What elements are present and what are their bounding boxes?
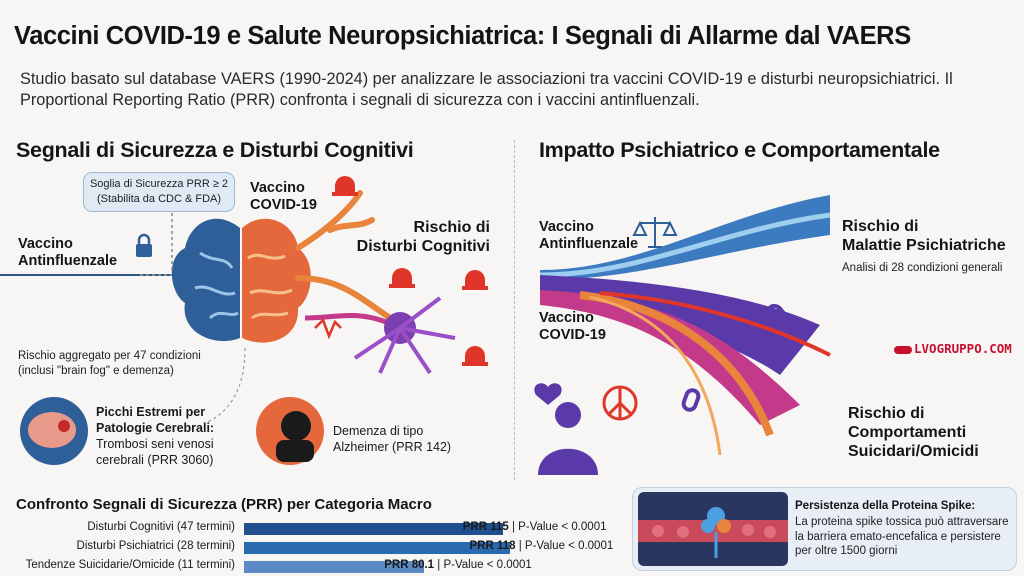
dementia-note-2: Alzheimer (PRR 142) bbox=[333, 440, 452, 454]
brain-peak-text-1: Trombosi seni venosi bbox=[96, 437, 214, 451]
brand-logo: LVOGRUPPO.COM bbox=[894, 341, 1012, 356]
left-covid-label-1: Vaccino bbox=[250, 180, 305, 196]
bar-label-cognitive: Disturbi Cognitivi (47 termini) bbox=[87, 521, 235, 533]
panel-divider bbox=[514, 140, 515, 480]
bar-label-suicidal: Tendenze Suicidarie/Omicide (11 termini) bbox=[25, 559, 235, 571]
bar-value-cognitive: PRR 115 | P-Value < 0.0001 bbox=[463, 521, 607, 533]
safety-threshold-callout: Soglia di Sicurezza PRR ≥ 2 (Stabilita d… bbox=[83, 172, 235, 212]
alarm-icon bbox=[332, 176, 358, 196]
page-title: Vaccini COVID-19 e Salute Neuropsichiatr… bbox=[14, 22, 911, 50]
psychiatric-risk-label-2: Malattie Psichiatriche bbox=[842, 237, 1006, 254]
callout-line-2: (Stabilita da CDC & FDA) bbox=[96, 193, 222, 205]
left-covid-label: Vaccino COVID-19 bbox=[250, 180, 317, 214]
bar-psychiatric bbox=[244, 542, 510, 554]
bar-value-suicidal: PRR 80.1 | P-Value < 0.0001 bbox=[384, 559, 532, 571]
bar-cognitive bbox=[244, 523, 503, 535]
bar-value-psychiatric: PRR 118 | P-Value < 0.0001 bbox=[470, 540, 614, 552]
lock-icon bbox=[136, 244, 152, 257]
brand-logo-text: LVOGRUPPO.COM bbox=[914, 341, 1012, 356]
right-flu-label: Vaccino Antinfluenzale bbox=[539, 219, 638, 253]
right-heading: Impatto Psichiatrico e Comportamentale bbox=[539, 138, 940, 162]
bar-value-suicidal-pvalue: | P-Value < 0.0001 bbox=[434, 559, 532, 571]
bars-title: Confronto Segnali di Sicurezza (PRR) per… bbox=[16, 496, 432, 513]
dementia-note-1: Demenza di tipo bbox=[333, 424, 424, 438]
brain-peak-note: Picchi Estremi per Patologie Cerebrali: … bbox=[96, 404, 214, 468]
psychiatric-risk-label: Rischio di Malattie Psichiatriche bbox=[842, 217, 1006, 255]
brain-illustration bbox=[0, 176, 488, 465]
peace-icon bbox=[602, 385, 638, 421]
suicidal-risk-label-1: Rischio di bbox=[848, 405, 925, 422]
blood-vessel-illustration bbox=[638, 492, 788, 566]
balance-scale-icon bbox=[632, 217, 678, 248]
bar-value-psychiatric-pvalue: | P-Value < 0.0001 bbox=[515, 540, 614, 552]
bar-value-cognitive-prr: PRR 115 bbox=[462, 521, 509, 533]
psychiatric-note: Analisi di 28 condizioni generali bbox=[842, 262, 1003, 274]
bar-value-cognitive-pvalue: | P-Value < 0.0001 bbox=[508, 521, 607, 533]
right-flu-label-2: Antinfluenzale bbox=[539, 236, 639, 252]
stream-illustration bbox=[534, 195, 831, 475]
bar-value-suicidal-prr: PRR 80.1 bbox=[384, 559, 435, 571]
callout-line-1: Soglia di Sicurezza PRR ≥ 2 bbox=[89, 178, 229, 190]
left-flu-label-2: Antinfluenzale bbox=[18, 253, 118, 269]
page-subtitle: Studio basato sul database VAERS (1990-2… bbox=[20, 70, 953, 109]
aggregate-risk-note: Rischio aggregato per 47 condizioni (inc… bbox=[18, 349, 201, 379]
dementia-note: Demenza di tipo Alzheimer (PRR 142) bbox=[333, 423, 451, 455]
psychiatric-risk-label-1: Rischio di bbox=[842, 218, 919, 235]
left-covid-label-2: COVID-19 bbox=[250, 197, 317, 213]
cognitive-risk-label-1: Rischio di bbox=[413, 219, 490, 236]
aggregate-risk-note-2: (inclusi "brain fog" e demenza) bbox=[18, 365, 174, 377]
suicidal-risk-label-3: Suicidari/Omicidi bbox=[848, 443, 979, 460]
spike-text: La proteina spike tossica può attraversa… bbox=[795, 516, 1009, 557]
brain-peak-title-2: Patologie Cerebrali: bbox=[96, 421, 215, 435]
brain-peak-text-2: cerebrali (PRR 3060) bbox=[96, 453, 214, 467]
brand-logo-icon bbox=[894, 345, 912, 354]
spike-protein-icon bbox=[701, 507, 731, 558]
bar-suicidal bbox=[244, 561, 425, 573]
spike-title: Persistenza della Proteina Spike: bbox=[795, 500, 976, 512]
right-covid-label-1: Vaccino bbox=[539, 310, 594, 326]
left-heading: Segnali di Sicurezza e Disturbi Cognitiv… bbox=[16, 138, 414, 162]
broken-heart-icon bbox=[534, 383, 562, 405]
right-covid-label-2: COVID-19 bbox=[539, 327, 606, 343]
bar-label-psychiatric: Disturbi Psichiatrici (28 termini) bbox=[76, 540, 235, 552]
distressed-person-icon bbox=[538, 402, 598, 475]
suicidal-risk-label: Rischio di Comportamenti Suicidari/Omici… bbox=[848, 404, 979, 461]
right-covid-label: Vaccino COVID-19 bbox=[539, 310, 606, 344]
brain-peak-title-1: Picchi Estremi per bbox=[96, 405, 206, 419]
aggregate-risk-note-1: Rischio aggregato per 47 condizioni bbox=[18, 350, 201, 362]
suicidal-risk-label-2: Comportamenti bbox=[848, 424, 967, 441]
broken-chain-icon bbox=[681, 303, 789, 412]
bar-value-psychiatric-prr: PRR 118 bbox=[469, 540, 516, 552]
right-flu-label-1: Vaccino bbox=[539, 219, 594, 235]
cognitive-risk-label: Rischio di Disturbi Cognitivi bbox=[330, 218, 490, 256]
cognitive-risk-label-2: Disturbi Cognitivi bbox=[356, 238, 490, 255]
left-flu-label-1: Vaccino bbox=[18, 236, 73, 252]
left-flu-label: Vaccino Antinfluenzale bbox=[18, 236, 117, 270]
